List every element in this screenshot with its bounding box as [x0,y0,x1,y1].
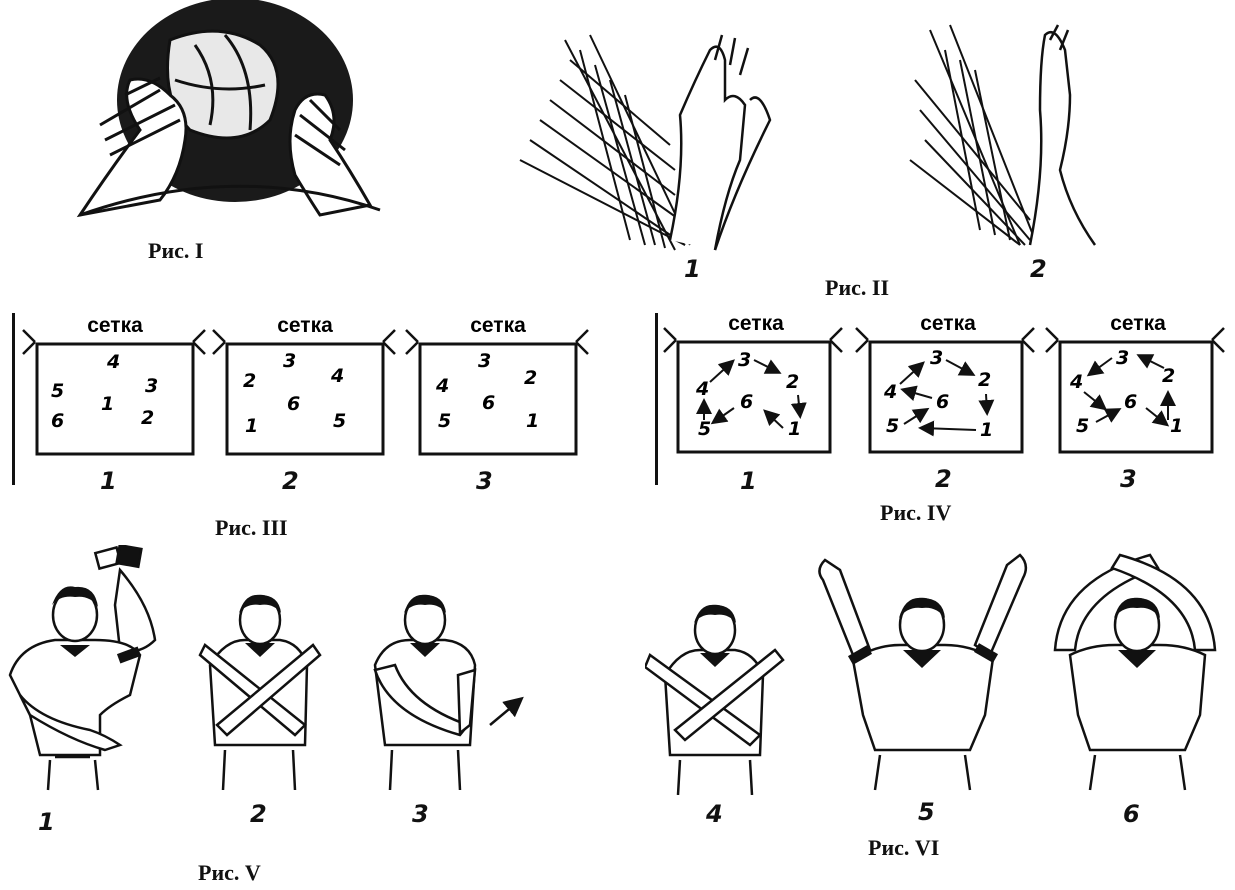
fig5-caption: Рис. V [198,860,261,886]
rotation-arrow [1090,358,1112,374]
position: 5 [698,418,711,440]
position: 6 [287,393,300,415]
referee-signal-1 [0,545,175,795]
position: 3 [478,350,491,372]
position: 4 [1069,371,1083,393]
position: 1 [101,393,114,415]
position: 3 [930,347,943,369]
fig6-part-4: 4 [706,800,723,828]
fig6-part-5: 5 [918,798,935,826]
position: 6 [936,391,949,413]
rotation-arrow [904,410,926,424]
referee-signal-2 [195,585,325,795]
ball-hands-illustration [10,0,410,230]
rotation-arrow [986,394,987,412]
fig4-court-1-number: 1 [740,467,757,495]
position: 4 [435,375,449,397]
fig3-court-3-number: 3 [476,467,493,495]
position: 6 [740,391,753,413]
fig2-part-2: 2 [1030,255,1047,283]
position: 1 [526,410,539,432]
fig4-court-2: сетка 3 4 2 6 5 1 [850,310,1040,460]
fig4-caption: Рис. IV [880,500,951,526]
rotation-arrow [946,360,972,374]
position: 5 [51,380,64,402]
position: 5 [886,415,899,437]
fig2-caption: Рис. II [825,275,889,301]
rotation-arrow [1146,408,1166,424]
position: 4 [883,381,897,403]
rotation-arrow [766,412,783,428]
position: 1 [245,415,258,437]
position: 6 [1124,391,1137,413]
net-label: сетка [87,314,143,337]
rotation-arrow [714,408,734,422]
net-label: сетка [728,312,784,335]
fig4-court-3-number: 3 [1120,465,1137,493]
fig1-caption: Рис. I [148,238,203,264]
position: 5 [1076,415,1089,437]
fig4-court-3: сетка 3 4 2 6 5 1 [1040,310,1230,460]
net-block-illustration-1 [510,20,810,260]
position: 4 [695,378,709,400]
position: 4 [106,351,120,373]
net-label: сетка [470,314,526,337]
rotation-arrow [904,390,932,398]
position: 6 [482,392,495,414]
position: 2 [243,370,256,392]
fig4-court-1: сетка 3 4 2 6 5 1 [658,310,848,460]
fig3-court-1: сетка 4 5 3 1 6 2 [15,312,210,462]
fig6-caption: Рис. VI [868,835,939,861]
referee-signal-5 [805,540,1040,795]
fig4-court-2-number: 2 [935,465,952,493]
referee-signal-4 [645,595,785,795]
fig3-caption: Рис. III [215,515,288,541]
fig6-part-6: 6 [1123,800,1140,828]
fig3-court-1-number: 1 [100,467,117,495]
fig3-court-2: сетка 3 2 4 6 1 5 [205,312,400,462]
rotation-arrow [754,360,778,372]
net-label: сетка [1110,312,1166,335]
rotation-arrow [1084,392,1104,408]
position: 5 [438,410,451,432]
referee-signal-6 [1040,540,1230,795]
fig5-part-3: 3 [412,800,429,828]
position: 3 [145,375,158,397]
position: 3 [283,350,296,372]
rotation-arrow [922,428,976,430]
position: 2 [141,407,154,429]
rotation-arrow [798,395,800,415]
fig3-court-3: сетка 3 4 2 6 5 1 [398,312,593,462]
position: 1 [980,419,993,441]
rotation-arrow [1140,356,1164,368]
position: 2 [978,369,991,391]
fig2-part-1: 1 [684,255,701,283]
rotation-arrow [1096,410,1118,422]
fig5-part-2: 2 [250,800,267,828]
rotation-arrow [900,364,922,384]
net-label: сетка [277,314,333,337]
referee-signal-3 [360,585,535,795]
position: 1 [788,418,801,440]
position: 2 [1162,365,1175,387]
net-label: сетка [920,312,976,335]
rotation-arrow [710,362,732,382]
position: 2 [524,367,537,389]
fig5-part-1: 1 [38,808,55,836]
net-block-illustration-2 [900,20,1130,260]
position: 6 [51,410,64,432]
position: 4 [330,365,344,387]
position: 2 [786,371,799,393]
position: 1 [1170,415,1183,437]
position: 3 [1116,347,1129,369]
fig3-court-2-number: 2 [282,467,299,495]
position: 3 [738,349,751,371]
position: 5 [333,410,346,432]
